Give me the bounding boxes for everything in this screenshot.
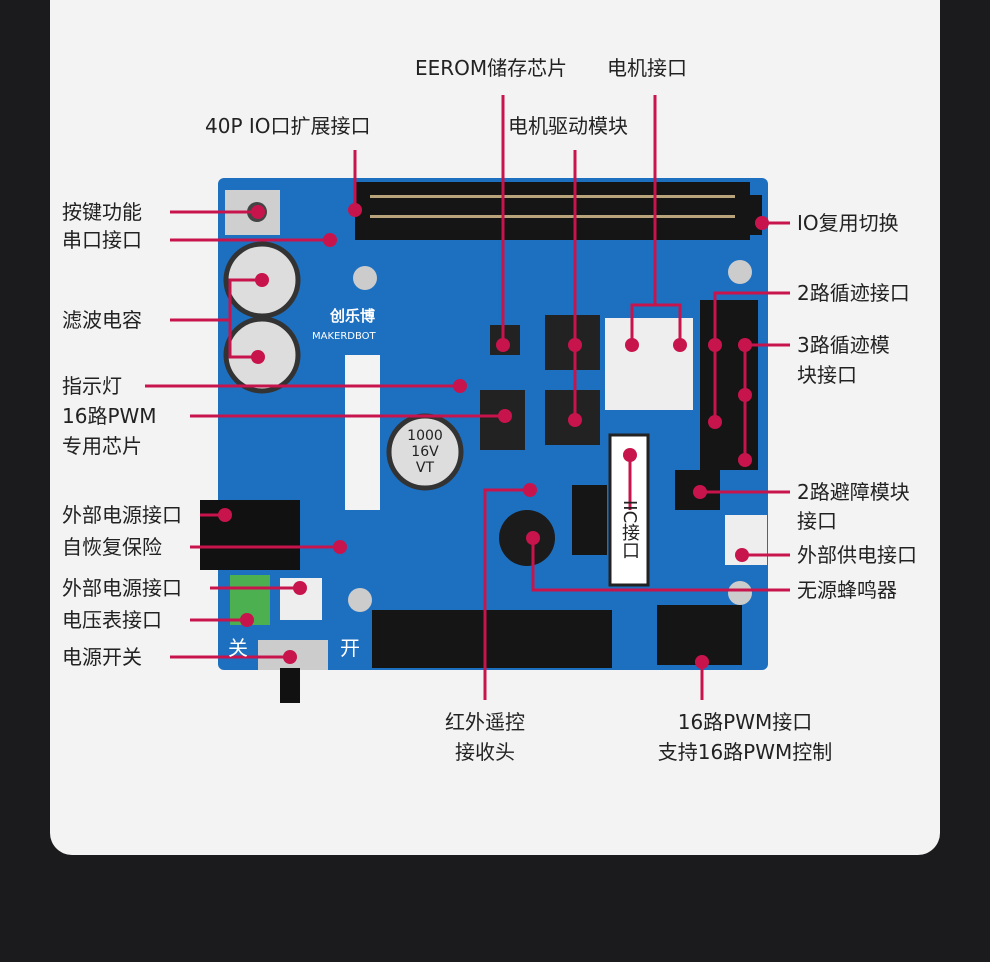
label-ext-supply: 外部供电接口	[797, 543, 917, 567]
label-ir-1: 红外遥控	[445, 710, 525, 734]
label-track3-1: 3路循迹模	[797, 333, 890, 357]
label-serial: 串口接口	[62, 228, 142, 252]
label-pwm-chip-1: 16路PWM	[62, 404, 157, 428]
label-capacitor: 滤波电容	[62, 308, 142, 332]
label-track3-2: 块接口	[797, 363, 857, 387]
capacitor-rating-text: 1000 16V VT	[407, 428, 443, 476]
io-header	[355, 182, 750, 240]
label-pwm-port-1: 16路PWM接口	[677, 710, 813, 734]
label-ext-power-1: 外部电源接口	[62, 503, 182, 527]
label-eerom: EEROM储存芯片	[415, 56, 568, 80]
label-motor-driver: 电机驱动模块	[508, 114, 628, 138]
label-indicator: 指示灯	[62, 374, 122, 398]
motor-port	[605, 318, 693, 410]
switch-off-label: 关	[228, 636, 248, 660]
label-pwm-chip-2: 专用芯片	[62, 434, 142, 458]
label-voltmeter: 电压表接口	[62, 608, 162, 632]
label-buzzer: 无源蜂鸣器	[797, 578, 897, 602]
label-fuse: 自恢复保险	[62, 535, 162, 559]
label-track2: 2路循迹接口	[797, 281, 910, 305]
label-pwm-port-2: 支持16路PWM控制	[657, 740, 833, 764]
board-brand-en: MAKERDBOT	[312, 331, 376, 342]
pwm-header	[372, 610, 612, 668]
label-avoid-2: 接口	[797, 509, 837, 533]
board-brand: 创乐博	[330, 307, 376, 325]
label-power-switch: 电源开关	[62, 645, 142, 669]
iic-label: IIC接口	[619, 500, 640, 560]
label-avoid-1: 2路避障模块	[797, 480, 910, 504]
label-motor-port: 电机接口	[607, 56, 687, 80]
callout-lines	[145, 95, 790, 700]
label-io-expansion: 40P IO口扩展接口	[205, 114, 371, 138]
switch-on-label: 开	[340, 636, 360, 660]
dc-jack	[200, 500, 300, 570]
callout-dots	[218, 203, 769, 669]
label-button: 按键功能	[62, 200, 142, 224]
label-io-switch: IO复用切换	[797, 211, 899, 235]
label-ext-power-2: 外部电源接口	[62, 576, 182, 600]
board	[200, 178, 768, 703]
label-ir-2: 接收头	[455, 740, 515, 764]
